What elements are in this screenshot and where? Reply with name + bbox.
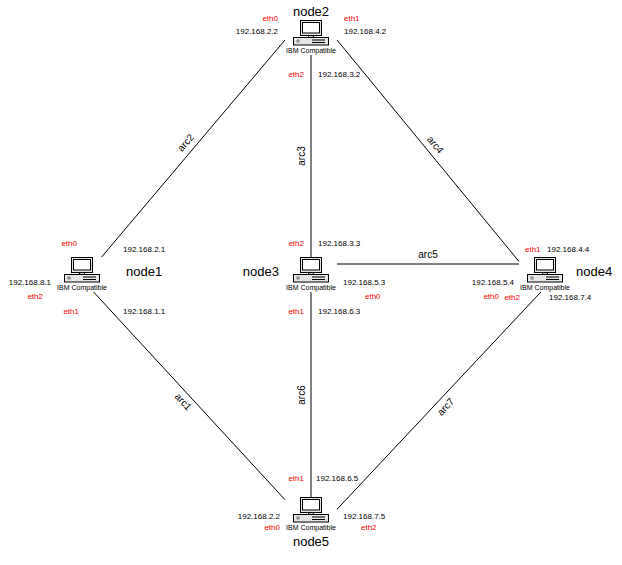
power-button bbox=[531, 277, 534, 280]
ip-address: 192.168.1.1 bbox=[122, 307, 166, 317]
monitor-body bbox=[301, 258, 322, 273]
network-link bbox=[94, 292, 285, 500]
power-button bbox=[68, 277, 71, 280]
ip-address: 192.168.4.4 bbox=[546, 245, 590, 255]
computer-node: node5IBM Compatible bbox=[285, 497, 337, 532]
ip-address: 192.168.3.2 bbox=[317, 70, 361, 80]
network-link bbox=[337, 40, 519, 262]
interface-name: eth2 bbox=[287, 70, 305, 80]
monitor-screen bbox=[303, 500, 320, 511]
computer-case bbox=[294, 38, 329, 46]
power-button bbox=[297, 277, 300, 280]
drive-slot bbox=[312, 279, 325, 280]
computer-icon bbox=[61, 257, 103, 283]
drive-slot bbox=[546, 277, 559, 278]
computer-case bbox=[65, 275, 100, 283]
node-name: node3 bbox=[243, 264, 279, 279]
drive-slot bbox=[312, 42, 325, 43]
ip-address: 192.168.7.4 bbox=[548, 293, 592, 303]
computer-case bbox=[294, 275, 329, 283]
monitor-screen bbox=[74, 260, 91, 271]
drive-slot bbox=[312, 40, 325, 41]
power-button bbox=[297, 517, 300, 520]
computer-case bbox=[294, 515, 329, 523]
computer-icon bbox=[290, 497, 332, 523]
network-link bbox=[102, 40, 285, 257]
ip-address: 192.168.6.3 bbox=[317, 307, 361, 317]
link-label: arc4 bbox=[424, 133, 447, 157]
network-link bbox=[337, 292, 541, 509]
node-caption: IBM Compatible bbox=[57, 283, 107, 292]
ip-address: 192.168.7.5 bbox=[342, 512, 386, 522]
monitor-body bbox=[301, 498, 322, 513]
computer-case bbox=[528, 275, 563, 283]
interface-name: eth1 bbox=[62, 307, 80, 317]
drive-slot bbox=[312, 517, 325, 518]
monitor-screen bbox=[303, 260, 320, 271]
node-caption: IBM Compatible bbox=[286, 523, 336, 532]
interface-name: eth2 bbox=[287, 239, 305, 249]
network-link bbox=[311, 55, 312, 257]
ip-address: 192.168.2.2 bbox=[235, 27, 279, 37]
link-label: arc3 bbox=[296, 145, 308, 166]
computer-node: node2IBM Compatible bbox=[285, 20, 337, 55]
interface-name: eth0 bbox=[263, 523, 281, 533]
link-label: arc2 bbox=[175, 131, 198, 155]
link-label: arc5 bbox=[417, 249, 438, 261]
ip-address: 192.168.8.1 bbox=[8, 278, 52, 288]
network-link bbox=[311, 292, 312, 497]
network-link bbox=[337, 264, 519, 265]
node-name: node1 bbox=[126, 264, 162, 279]
ip-address: 192.168.2.2 bbox=[237, 512, 281, 522]
ip-address: 192.168.5.3 bbox=[342, 278, 386, 288]
interface-name: eth1 bbox=[343, 14, 361, 24]
ip-address: 192.168.5.4 bbox=[471, 278, 515, 288]
link-label: arc1 bbox=[171, 390, 194, 414]
computer-node: node1IBM Compatible bbox=[56, 257, 108, 292]
computer-icon bbox=[524, 257, 566, 283]
drive-slot bbox=[83, 277, 96, 278]
drive-slot bbox=[312, 277, 325, 278]
ip-address: 192.168.4.2 bbox=[343, 27, 387, 37]
computer-node: node4IBM Compatible bbox=[519, 257, 571, 292]
node-name: node4 bbox=[576, 264, 612, 279]
drive-slot bbox=[312, 519, 325, 520]
monitor-body bbox=[72, 258, 93, 273]
monitor-body bbox=[535, 258, 556, 273]
node-caption: IBM Compatible bbox=[520, 283, 570, 292]
interface-name: eth2 bbox=[26, 292, 44, 302]
interface-name: eth0 bbox=[364, 292, 382, 302]
node-name: node2 bbox=[293, 4, 329, 19]
computer-node: node3IBM Compatible bbox=[285, 257, 337, 292]
node-name: node5 bbox=[293, 534, 329, 549]
interface-name: eth1 bbox=[524, 245, 542, 255]
interface-name: eth2 bbox=[503, 293, 521, 303]
link-label: arc7 bbox=[434, 395, 457, 419]
interface-name: eth0 bbox=[482, 292, 500, 302]
monitor-screen bbox=[537, 260, 554, 271]
ip-address: 192.168.2.1 bbox=[122, 245, 166, 255]
power-button bbox=[297, 40, 300, 43]
monitor-body bbox=[301, 21, 322, 36]
interface-name: eth1 bbox=[287, 474, 305, 484]
interface-name: eth0 bbox=[261, 14, 279, 24]
computer-icon bbox=[290, 257, 332, 283]
interface-name: eth0 bbox=[60, 239, 78, 249]
ip-address: 192.168.6.5 bbox=[315, 474, 359, 484]
computer-icon bbox=[290, 20, 332, 46]
drive-slot bbox=[83, 279, 96, 280]
interface-name: eth2 bbox=[360, 523, 378, 533]
link-label: arc6 bbox=[296, 384, 308, 405]
node-caption: IBM Compatible bbox=[286, 283, 336, 292]
interface-name: eth1 bbox=[287, 307, 305, 317]
node-caption: IBM Compatible bbox=[286, 46, 336, 55]
monitor-screen bbox=[303, 23, 320, 34]
drive-slot bbox=[546, 279, 559, 280]
ip-address: 192.168.3.3 bbox=[317, 239, 361, 249]
